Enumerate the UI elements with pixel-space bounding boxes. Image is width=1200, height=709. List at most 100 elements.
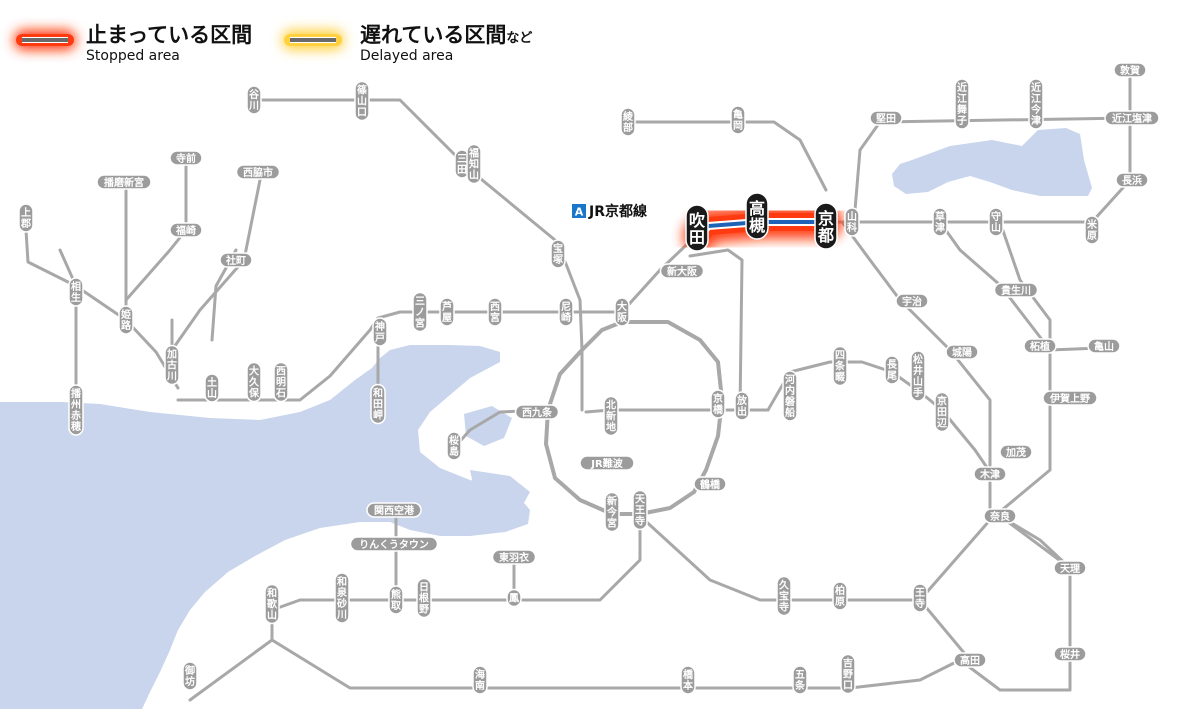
station-oji[interactable]: 王寺 (912, 583, 928, 613)
station-osaka[interactable]: 大阪 (614, 297, 630, 327)
station-fukusaki[interactable]: 福崎 (169, 222, 203, 238)
station-suita[interactable]: 吹田 (685, 204, 709, 252)
station-shinimamiya[interactable]: 新今宮 (604, 491, 620, 533)
station-omiimazu[interactable]: 近江今津 (1028, 78, 1044, 130)
station-sannomiya[interactable]: 三ノ宮 (412, 291, 428, 333)
station-kyotanabe[interactable]: 京田辺 (934, 391, 950, 433)
sakurai-line (998, 514, 1072, 570)
station-sanda[interactable]: 三田 (454, 149, 470, 179)
station-sakurai[interactable]: 桜井 (1053, 646, 1087, 662)
station-takarazuka[interactable]: 宝塚 (550, 239, 566, 269)
station-yashiro[interactable]: 社町 (219, 252, 253, 268)
station-kainan[interactable]: 海南 (472, 665, 488, 695)
station-nishiakashi[interactable]: 西明石 (273, 361, 289, 403)
station-kusatsu[interactable]: 草津 (932, 207, 948, 237)
station-rinku[interactable]: りんくうタウン (349, 536, 439, 552)
station-katata[interactable]: 堅田 (869, 110, 903, 126)
station-marker (96, 174, 152, 190)
station-nara[interactable]: 奈良 (983, 508, 1017, 524)
station-yoshinoguchi[interactable]: 吉野口 (840, 653, 856, 695)
station-harimashingu[interactable]: 播磨新宮 (96, 174, 152, 190)
station-nagahama[interactable]: 長浜 (1115, 172, 1149, 188)
stopped-legend-subtitle: Stopped area (86, 48, 180, 64)
station-igaueno[interactable]: 伊賀上野 (1042, 390, 1098, 406)
station-kobe[interactable]: 神戸 (372, 317, 388, 347)
station-sasayamaguchi[interactable]: 篠山口 (354, 80, 370, 122)
station-tsuruhashi[interactable]: 鶴橋 (693, 476, 727, 492)
station-kameoka[interactable]: 亀岡 (730, 105, 746, 135)
station-matsuiyamate[interactable]: 松井山手 (910, 350, 926, 402)
station-otori[interactable]: 鳳 (506, 588, 522, 608)
station-ayabe[interactable]: 綾部 (620, 107, 636, 137)
station-tennoji[interactable]: 天王寺 (632, 489, 648, 531)
station-izumisano[interactable]: 和泉砂川 (334, 572, 350, 624)
station-omishiotsu[interactable]: 近江塩津 (1104, 110, 1160, 126)
station-label: 四条畷 (834, 350, 846, 384)
station-kizu[interactable]: 木津 (973, 466, 1007, 482)
station-kibukawa[interactable]: 貴生川 (993, 282, 1039, 298)
station-kyobashi[interactable]: 京橋 (710, 389, 726, 419)
station-kansai-airport[interactable]: 関西空港 (366, 502, 422, 518)
station-tsuge[interactable]: 柘植 (1023, 338, 1057, 354)
station-kyoto[interactable]: 京都 (814, 202, 838, 250)
station-amagasaki[interactable]: 尼崎 (558, 297, 574, 327)
station-marker (349, 536, 439, 552)
station-marker (945, 344, 979, 360)
station-kashiwara[interactable]: 柏原 (832, 581, 848, 611)
station-takada[interactable]: 高田 (953, 652, 987, 668)
station-marker (730, 105, 746, 135)
station-jr-namba[interactable]: JR難波 (579, 455, 635, 471)
station-shinosaka[interactable]: 新大阪 (659, 263, 705, 279)
station-maibara[interactable]: 米原 (1084, 215, 1100, 245)
station-kumatori[interactable]: 熊取 (388, 585, 404, 615)
station-gobo[interactable]: 御坊 (182, 661, 198, 691)
station-aioi[interactable]: 相生 (68, 277, 84, 307)
station-teramae[interactable]: 寺前 (169, 150, 203, 166)
station-ashiya[interactable]: 芦屋 (439, 297, 455, 327)
station-tanigawa[interactable]: 谷川 (246, 85, 262, 115)
station-marker (632, 489, 648, 531)
station-kyuhoji[interactable]: 久宝寺 (776, 575, 792, 617)
station-okubo[interactable]: 大久保 (246, 361, 262, 403)
station-label: 桜島 (449, 434, 459, 458)
station-kamo[interactable]: 加茂 (999, 444, 1033, 460)
station-nishikujo[interactable]: 西九条 (514, 404, 560, 420)
station-takatsuki[interactable]: 高槻 (745, 192, 769, 240)
station-label: 和泉砂川 (336, 575, 348, 621)
station-kamiyamaguchi[interactable]: 上郡 (18, 203, 34, 233)
station-uji[interactable]: 宇治 (895, 293, 929, 309)
station-kakogawa[interactable]: 加古川 (164, 344, 180, 386)
station-tsuruga[interactable]: 敦賀 (1113, 62, 1147, 78)
station-kameyama[interactable]: 亀山 (1087, 338, 1121, 354)
station-hashimoto[interactable]: 橋本 (680, 665, 696, 695)
station-bantan[interactable]: 播州赤穂 (68, 384, 84, 436)
station-hineno[interactable]: 日根野 (416, 577, 432, 619)
station-nagao[interactable]: 長尾 (884, 355, 900, 385)
station-kitashinchi[interactable]: 北新地 (603, 395, 619, 437)
station-label: 土山 (207, 376, 217, 400)
station-marker (953, 652, 987, 668)
station-gojo[interactable]: 五条 (792, 665, 808, 695)
station-wadamisaki[interactable]: 和田岬 (370, 383, 386, 425)
station-moriyama[interactable]: 守山 (988, 207, 1004, 237)
station-kisaichi[interactable]: 河内磐船 (782, 370, 798, 422)
station-tsuchiyama[interactable]: 土山 (204, 373, 220, 403)
station-yamashina[interactable]: 山科 (844, 207, 860, 237)
line-name-label[interactable]: A JR京都線 (572, 203, 647, 220)
station-wakayama[interactable]: 和歌山 (264, 583, 280, 625)
station-label: 放出 (736, 394, 748, 418)
station-marker (1115, 172, 1149, 188)
station-nishinomiya[interactable]: 西宮 (487, 297, 503, 327)
station-fukuchiyama[interactable]: 福知山 (466, 143, 482, 185)
station-sakurajima[interactable]: 桜島 (446, 431, 462, 461)
station-higashi-hagoromo[interactable]: 東羽衣 (491, 549, 537, 565)
station-himeji[interactable]: 姫路 (118, 305, 134, 335)
station-omimaiko[interactable]: 近江舞子 (954, 78, 970, 130)
station-tenri[interactable]: 天理 (1053, 560, 1087, 576)
station-nishiwakishi[interactable]: 西脇市 (235, 164, 281, 180)
kisei-line (188, 598, 274, 702)
station-hanaten[interactable]: 放出 (734, 391, 750, 421)
station-shijonawate[interactable]: 四条畷 (832, 345, 848, 387)
station-joyo[interactable]: 城陽 (945, 344, 979, 360)
